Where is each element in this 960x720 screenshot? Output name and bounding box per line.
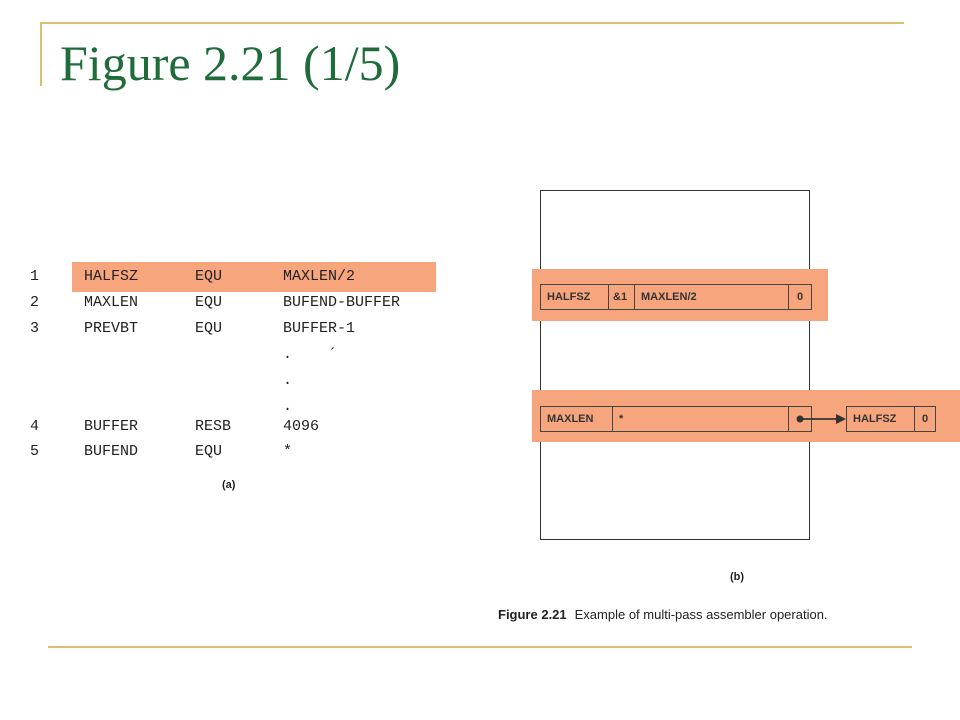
symbol-entry-maxlen: MAXLEN * bbox=[540, 406, 812, 432]
dependent-name: HALFSZ bbox=[847, 407, 915, 431]
listing-op: RESB bbox=[195, 418, 232, 435]
listing-operand: . ´ bbox=[283, 346, 338, 363]
entry-undefined-count: &1 bbox=[609, 285, 635, 309]
caption-a: (a) bbox=[222, 479, 236, 491]
highlight-entry-halfsz bbox=[532, 269, 828, 321]
listing-operand: MAXLEN/2 bbox=[283, 268, 356, 285]
highlight-line-1 bbox=[72, 262, 436, 292]
highlight-entry-maxlen bbox=[532, 390, 960, 442]
dependent-link: 0 bbox=[921, 413, 929, 425]
entry-expression: MAXLEN/2 bbox=[635, 285, 789, 309]
listing-num: 4 bbox=[30, 418, 40, 435]
title-rule-top bbox=[40, 22, 904, 24]
entry-value: * bbox=[613, 407, 789, 431]
listing-operand: . bbox=[283, 398, 293, 415]
listing-num: 3 bbox=[30, 320, 40, 337]
listing-operand: * bbox=[283, 443, 293, 460]
listing-label: HALFSZ bbox=[84, 268, 139, 285]
entry-name: MAXLEN bbox=[541, 407, 613, 431]
listing-label: BUFEND bbox=[84, 443, 139, 460]
listing-op: EQU bbox=[195, 268, 223, 285]
symbol-entry-halfsz: HALFSZ &1 MAXLEN/2 0 bbox=[540, 284, 812, 310]
entry-name: HALFSZ bbox=[541, 285, 609, 309]
listing-op: EQU bbox=[195, 443, 223, 460]
slide-title: Figure 2.21 (1/5) bbox=[60, 35, 401, 91]
symbol-table-frame bbox=[540, 190, 810, 540]
figure-caption-label: Figure 2.21 bbox=[498, 607, 567, 622]
caption-b: (b) bbox=[730, 571, 745, 583]
title-rule-left bbox=[40, 22, 42, 86]
listing-operand: . bbox=[283, 372, 293, 389]
listing-op: EQU bbox=[195, 294, 223, 311]
listing-label: MAXLEN bbox=[84, 294, 139, 311]
footer-rule bbox=[48, 646, 912, 648]
entry-pointer bbox=[789, 407, 811, 431]
listing-num: 5 bbox=[30, 443, 40, 460]
entry-link: 0 bbox=[796, 291, 804, 303]
listing-label: BUFFER bbox=[84, 418, 139, 435]
listing-operand: 4096 bbox=[283, 418, 320, 435]
listing-operand: BUFFER-1 bbox=[283, 320, 356, 337]
figure-caption-text: Example of multi-pass assembler operatio… bbox=[574, 607, 828, 622]
listing-operand: BUFEND-BUFFER bbox=[283, 294, 401, 311]
figure-caption: Figure 2.21 Example of multi-pass assembl… bbox=[498, 607, 828, 622]
listing-op: EQU bbox=[195, 320, 223, 337]
listing-num: 1 bbox=[30, 268, 40, 285]
dependent-entry-halfsz: HALFSZ 0 bbox=[846, 406, 936, 432]
listing-num: 2 bbox=[30, 294, 40, 311]
listing-label: PREVBT bbox=[84, 320, 139, 337]
